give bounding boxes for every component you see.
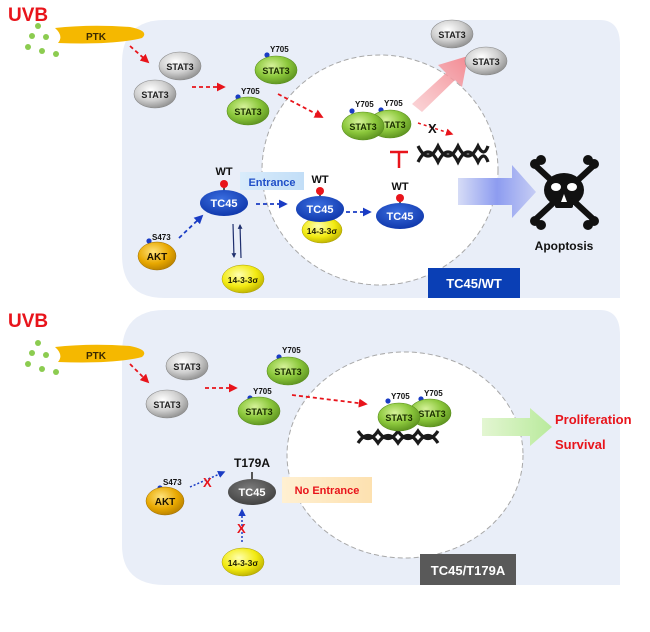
apoptosis-label: Apoptosis [535,239,594,253]
uvb-dots [25,23,59,57]
svg-text:TC45: TC45 [211,198,238,210]
entrance-label-bg [240,172,304,190]
nucleus [261,54,499,286]
svg-text:14-3-3σ: 14-3-3σ [307,226,338,236]
stat3-inactive: STAT3 [165,351,209,381]
svg-text:Y705: Y705 [355,100,374,109]
uvb-dots [25,340,59,375]
block-mark: X [428,121,437,136]
svg-text:STAT3: STAT3 [385,413,412,423]
svg-text:TC45: TC45 [307,204,334,216]
arrow-stat3-nucleus [277,93,324,118]
svg-text:WT: WT [311,174,328,186]
uvb-label: UVB [8,5,48,26]
svg-text:STAT3: STAT3 [166,62,193,72]
proliferation-arrow [482,408,552,446]
akt-node: S473 AKT [145,478,185,516]
stat3-phospho: Y705 STAT3 [254,45,298,85]
entrance-label: Entrance [248,177,295,189]
stat3-exported: STAT3 [464,46,508,76]
tc45-wt-nucleus: WT TC45 [376,181,424,229]
tc45-wt-cytoplasm: WT TC45 [200,166,248,216]
equilibrium-arrow-up [237,224,243,259]
proliferation-label: Proliferation [555,412,632,427]
svg-text:AKT: AKT [147,252,168,263]
stat3-phospho: Y705 STAT3 [237,387,281,426]
stat3-phospho: Y705 STAT3 [226,87,270,126]
protein-14-3-3-sigma: 14-3-3σ [221,547,265,577]
svg-text:Y705: Y705 [270,45,289,54]
panel-badge-bg [428,268,520,298]
svg-text:S473: S473 [152,233,171,242]
tc45-14-3-3-complex: WT 14-3-3σ TC45 [296,174,344,244]
arrow-akt-tc45 [178,214,204,239]
stat3-dimer-bound: Y705 STAT3 Y705 STAT3 [377,389,452,432]
svg-text:14-3-3σ: 14-3-3σ [228,275,259,285]
svg-text:PTK: PTK [86,351,107,362]
svg-text:STAT3: STAT3 [234,107,261,117]
skull-crossbones-icon [530,155,599,230]
svg-text:S473: S473 [163,478,182,487]
panel-t179a: UVB PTK STAT3 STAT3 Y705 STAT3 Y705 [8,310,632,585]
panel-badge-wt: TC45/WT [446,276,502,291]
svg-text:Y705: Y705 [391,392,410,401]
dna-helix [416,142,490,166]
inhibition-symbol [390,150,408,168]
svg-text:STAT3: STAT3 [438,30,465,40]
panel-wt: UVB PTK STAT3 STAT3 Y705 STAT3 Y705 [8,5,620,298]
svg-text:TC45: TC45 [387,211,414,223]
svg-text:STAT3: STAT3 [262,66,289,76]
svg-text:Y705: Y705 [282,346,301,355]
svg-text:AKT: AKT [155,497,176,508]
svg-text:STAT3: STAT3 [378,120,405,130]
stat3-phospho: Y705 STAT3 [266,346,310,386]
svg-text:STAT3: STAT3 [274,367,301,377]
stat3-inactive: STAT3 [145,389,189,419]
akt-node: S473 AKT [137,233,177,271]
no-entrance-label: No Entrance [295,485,360,497]
svg-text:Y705: Y705 [241,87,260,96]
uvb-label: UVB [8,311,48,332]
panel-badge-bg [420,554,516,585]
svg-text:STAT3: STAT3 [153,400,180,410]
svg-text:STAT3: STAT3 [173,362,200,372]
stat3-exported: STAT3 [430,19,474,49]
svg-text:WT: WT [391,181,408,193]
svg-text:STAT3: STAT3 [349,122,376,132]
block-mark-akt: X [203,475,212,490]
arrow-ptk-stat3 [129,363,150,384]
svg-text:Y705: Y705 [384,99,403,108]
ptk-node: PTK [55,25,145,44]
survival-label: Survival [555,437,606,452]
stat3-inactive: STAT3 [158,51,202,81]
svg-text:Y705: Y705 [424,389,443,398]
stat3-dimer: Y705 STAT3 Y705 STAT3 [341,99,412,141]
stat3-inactive: STAT3 [133,79,177,109]
no-entrance-label-bg [282,477,372,503]
apoptosis-arrow [458,165,536,218]
svg-text:T179A: T179A [234,456,270,470]
svg-text:STAT3: STAT3 [245,407,272,417]
svg-text:STAT3: STAT3 [472,57,499,67]
ptk-node: PTK [55,344,145,363]
nucleus [286,351,524,559]
block-mark-1433: X [237,521,246,536]
panel-badge-t179a: TC45/T179A [431,563,506,578]
svg-text:PTK: PTK [86,32,107,43]
svg-text:WT: WT [215,166,232,178]
equilibrium-arrow-down [231,223,237,258]
svg-text:STAT3: STAT3 [141,90,168,100]
svg-text:14-3-3σ: 14-3-3σ [228,558,259,568]
svg-text:TC45: TC45 [239,487,266,499]
svg-text:STAT3: STAT3 [418,409,445,419]
export-arrow [412,56,468,112]
svg-text:Y705: Y705 [253,387,272,396]
arrow-stat3-nucleus [291,394,368,408]
protein-14-3-3-sigma: 14-3-3σ [221,264,265,294]
tc45-mutant: T179A TC45 [228,456,276,505]
